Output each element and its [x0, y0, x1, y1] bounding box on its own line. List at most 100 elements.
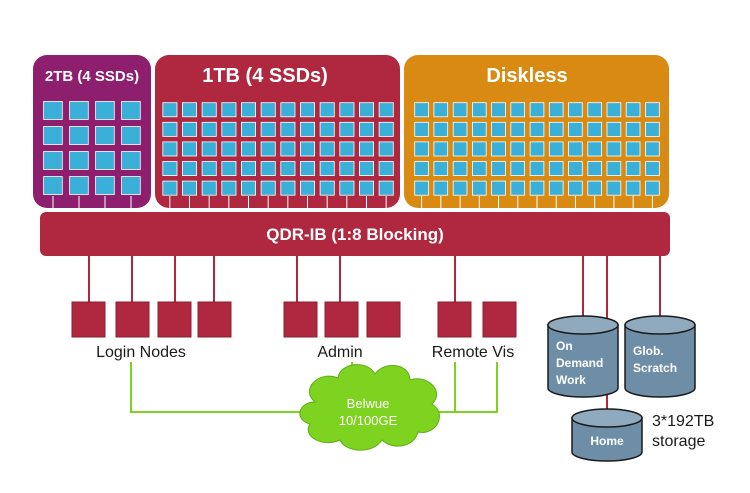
compute-node-diskless	[529, 121, 545, 137]
compute-node-ssd1tb	[319, 141, 335, 157]
compute-node-ssd2tb	[69, 176, 89, 195]
compute-node-diskless	[568, 141, 583, 157]
compute-node-diskless	[606, 102, 622, 118]
compute-node-diskless	[625, 180, 641, 196]
compute-node-ssd1tb	[201, 102, 217, 118]
compute-node-diskless	[548, 161, 564, 177]
compute-node-diskless	[606, 141, 622, 157]
compute-node-ssd1tb	[240, 102, 256, 118]
compute-node-ssd2tb	[69, 101, 89, 120]
compute-node-diskless	[587, 161, 602, 177]
compute-node-ssd1tb	[221, 180, 237, 196]
compute-node-ssd1tb	[260, 180, 276, 196]
compute-node-ssd1tb	[240, 180, 256, 196]
on-demand-label-2: Demand	[556, 356, 603, 370]
compute-node-diskless	[510, 102, 525, 118]
compute-node-diskless	[414, 121, 429, 137]
compute-node-ssd1tb	[181, 161, 197, 177]
compute-node-diskless	[433, 121, 449, 137]
compute-node-diskless	[548, 102, 564, 118]
compute-node-diskless	[433, 161, 449, 177]
remote-vis-node	[437, 301, 472, 338]
compute-node-ssd1tb	[378, 161, 394, 177]
storage-on-demand: On Demand Work	[547, 315, 619, 398]
compute-node-ssd1tb	[339, 121, 355, 137]
belwue-label: Belwue	[347, 396, 390, 411]
compute-node-diskless	[433, 102, 449, 118]
compute-node-ssd1tb	[339, 141, 355, 157]
compute-node-diskless	[414, 102, 429, 118]
compute-node-ssd1tb	[221, 102, 237, 118]
compute-node-ssd2tb	[95, 176, 115, 195]
compute-node-diskless	[645, 102, 660, 118]
compute-node-diskless	[414, 141, 429, 157]
compute-node-ssd1tb	[358, 102, 374, 118]
compute-node-ssd1tb	[378, 141, 394, 157]
compute-node-ssd1tb	[221, 121, 237, 137]
compute-node-ssd1tb	[181, 141, 197, 157]
compute-node-ssd1tb	[339, 102, 355, 118]
compute-node-diskless	[529, 141, 545, 157]
compute-node-diskless	[568, 121, 583, 137]
compute-node-ssd1tb	[299, 161, 315, 177]
compute-node-diskless	[510, 121, 525, 137]
compute-node-diskless	[568, 180, 583, 196]
compute-node-diskless	[452, 180, 468, 196]
storage-capacity-unit: storage	[652, 433, 705, 450]
compute-node-ssd2tb	[121, 101, 141, 120]
compute-node-ssd2tb	[95, 126, 115, 145]
compute-node-diskless	[433, 180, 449, 196]
compute-node-ssd1tb	[260, 121, 276, 137]
compute-node-diskless	[625, 141, 641, 157]
compute-node-ssd1tb	[319, 180, 335, 196]
compute-node-diskless	[529, 161, 545, 177]
compute-node-diskless	[491, 161, 506, 177]
compute-node-diskless	[625, 121, 641, 137]
admin-node	[366, 301, 401, 338]
compute-node-diskless	[510, 141, 525, 157]
compute-node-diskless	[645, 121, 660, 137]
compute-node-diskless	[414, 161, 429, 177]
compute-node-ssd1tb	[339, 161, 355, 177]
compute-node-ssd1tb	[299, 102, 315, 118]
compute-node-ssd1tb	[378, 102, 394, 118]
compute-node-ssd1tb	[358, 121, 374, 137]
on-demand-label-1: On	[556, 339, 573, 353]
compute-node-diskless	[433, 141, 449, 157]
compute-node-ssd1tb	[162, 102, 178, 118]
compute-node-ssd1tb	[260, 102, 276, 118]
compute-node-diskless	[645, 161, 660, 177]
compute-node-ssd2tb	[43, 176, 63, 195]
compute-node-diskless	[471, 102, 487, 118]
compute-node-diskless	[452, 161, 468, 177]
compute-node-diskless	[587, 180, 602, 196]
remote-vis-label: Remote Vis	[432, 344, 514, 361]
compute-node-ssd1tb	[240, 141, 256, 157]
login-node	[71, 301, 106, 338]
compute-node-diskless	[471, 180, 487, 196]
compute-node-ssd1tb	[319, 161, 335, 177]
compute-node-diskless	[625, 161, 641, 177]
compute-node-ssd1tb	[162, 121, 178, 137]
compute-node-diskless	[568, 161, 583, 177]
compute-node-ssd1tb	[358, 161, 374, 177]
compute-node-diskless	[491, 121, 506, 137]
compute-node-ssd1tb	[378, 121, 394, 137]
belwue-speed: 10/100GE	[339, 413, 398, 428]
login-node	[197, 301, 232, 338]
group-2tb-label: 2TB (4 SSDs)	[45, 68, 139, 85]
compute-node-ssd2tb	[43, 126, 63, 145]
compute-node-ssd1tb	[181, 102, 197, 118]
compute-node-ssd1tb	[280, 161, 296, 177]
compute-node-diskless	[548, 180, 564, 196]
compute-node-diskless	[491, 102, 506, 118]
compute-node-ssd1tb	[162, 180, 178, 196]
compute-nodes	[43, 101, 660, 212]
compute-node-diskless	[606, 121, 622, 137]
scratch-label-2: Scratch	[633, 361, 677, 375]
compute-node-ssd1tb	[339, 180, 355, 196]
compute-node-ssd2tb	[95, 101, 115, 120]
compute-node-ssd1tb	[181, 180, 197, 196]
compute-node-ssd1tb	[221, 161, 237, 177]
